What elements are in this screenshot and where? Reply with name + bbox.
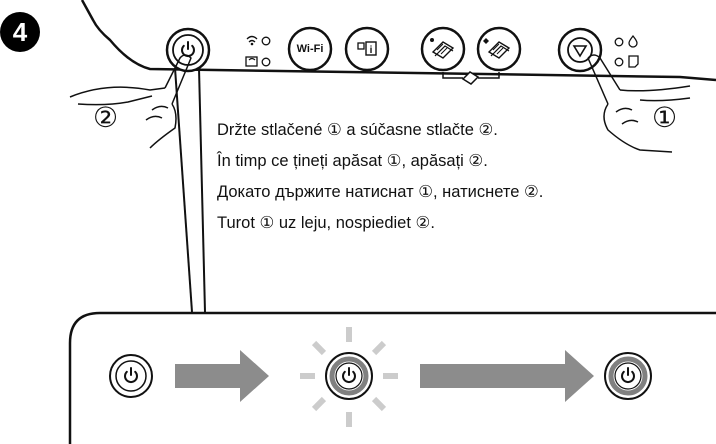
copy-bw-icon (430, 38, 455, 59)
power-on-state (604, 352, 652, 400)
step-number: 4 (0, 12, 40, 52)
hand-icon-right (587, 54, 691, 153)
arrow-icon-2 (420, 350, 594, 402)
control-panel-outline (80, 0, 716, 82)
ink-icon (628, 34, 638, 48)
instruction-sk: Držte stlačené ① a súčasne stlačte ②. (217, 121, 498, 139)
arrow-icon-1 (175, 350, 269, 402)
stop-button[interactable] (557, 27, 603, 73)
power-flashing-state (300, 327, 398, 427)
network-status-icon: i (357, 41, 377, 56)
svg-text:i: i (370, 45, 373, 56)
callout-stop-button: ① (652, 101, 678, 134)
zoom-box (68, 311, 716, 444)
copy-bracket (442, 72, 500, 79)
document-icon (461, 71, 480, 85)
wifi-icon (246, 35, 271, 46)
copy-bw-button[interactable] (420, 26, 466, 72)
ink-status (614, 34, 638, 48)
callout-power-button: ② (93, 101, 119, 134)
instruction-bg: Докато държите натиснат ①, натиснете ②. (217, 183, 544, 201)
copy-color-button[interactable] (476, 26, 522, 72)
power-off-state (109, 354, 153, 398)
instruction-lv: Turot ① uz leju, nospiediet ②. (217, 214, 435, 232)
stop-icon (572, 45, 588, 58)
copy-color-icon (483, 38, 511, 59)
wifi-direct-icon (245, 56, 271, 67)
wifi-button-label: Wi-Fi (296, 43, 324, 55)
hand-icon-left (69, 54, 192, 149)
instruction-ro: În timp ce țineți apăsat ①, apăsați ②. (217, 152, 488, 170)
paper-status (614, 55, 639, 68)
network-status-button[interactable]: i (344, 26, 390, 72)
wifi-button[interactable] (287, 26, 333, 72)
paper-icon (628, 55, 639, 68)
